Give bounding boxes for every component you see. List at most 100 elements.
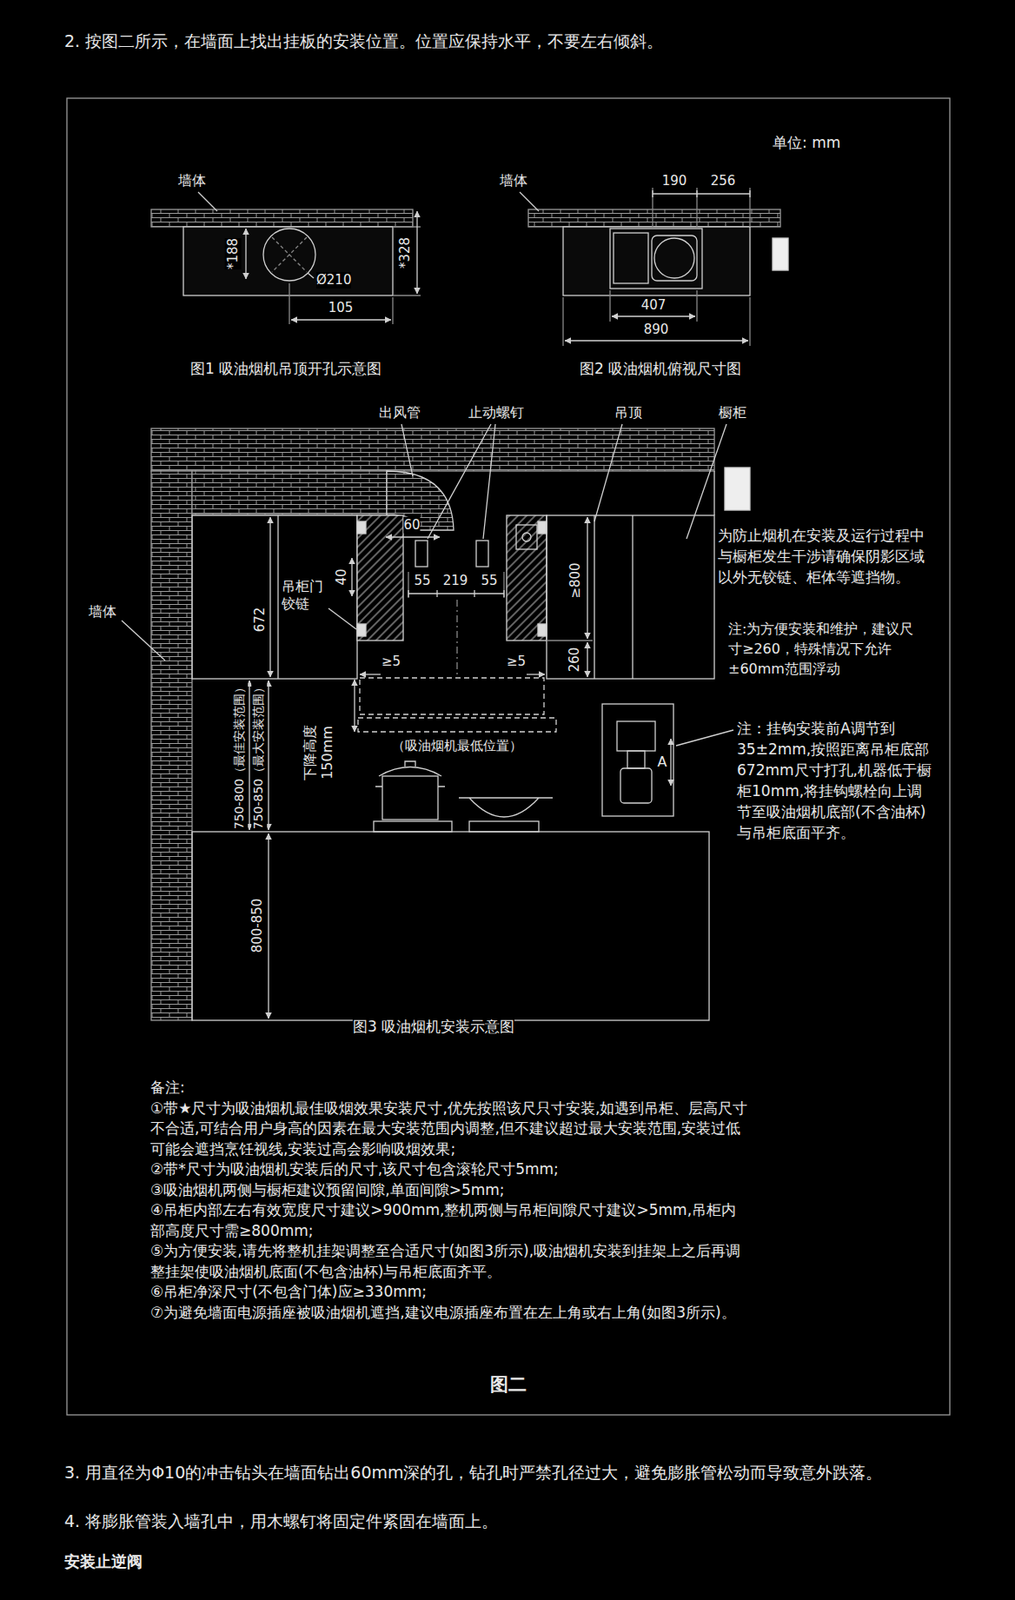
figure-caption: 图二: [490, 1373, 527, 1396]
dimension: ≥800: [567, 562, 584, 598]
label-holder: 3. 用直径为Φ10的冲击钻头在墙面钻出60mm深的孔，钻孔时严禁孔径过大，避免…: [64, 1462, 883, 1484]
hinge: [537, 521, 547, 534]
hook-detail: [627, 750, 645, 769]
ceiling-line: [713, 471, 715, 516]
dimension: 256: [710, 172, 737, 190]
note-item: ④吊柜内部左右有效宽度尺寸建议>900mm,整机两侧与吊柜间隙尺寸建议>5mm,…: [150, 1200, 750, 1241]
part-name: 墙体: [499, 172, 528, 190]
dimension: 800-850: [249, 898, 266, 954]
leader-line: [519, 192, 539, 212]
socket-symbol: [522, 532, 531, 542]
wall-hatch: [151, 428, 715, 472]
label-holder: 219: [443, 572, 469, 590]
label-holder: 890: [643, 321, 670, 339]
step-text: 4. 将膨胀管装入墙孔中，用木螺钉将固定件紧固在墙面上。: [64, 1511, 498, 1533]
dimension-line: [248, 680, 250, 830]
dimension: ≥5: [381, 653, 401, 671]
hinge: [537, 623, 547, 637]
dimension: 407: [641, 297, 667, 314]
step-text: 3. 用直径为Φ10的冲击钻头在墙面钻出60mm深的孔，钻孔时严禁孔径过大，避免…: [64, 1462, 883, 1484]
wall-hatch: [528, 209, 781, 227]
hood-lowest-position: [358, 717, 557, 732]
dimension: *328: [397, 237, 414, 269]
dimension: Ø210: [316, 271, 352, 289]
extension-line: [392, 226, 421, 296]
dimension: 60: [403, 517, 420, 534]
note-text: 注：挂钩安装前A调节到35±2mm,按照距离吊柜底部672mm尺寸打孔,机器低于…: [736, 717, 933, 843]
label-holder: Ø210: [316, 271, 352, 289]
note-item: ③吸油烟机两侧与橱柜建议预留间隙,单面间隙>5mm;: [150, 1180, 750, 1201]
dimension-line: [611, 315, 696, 317]
dimension-line: [267, 680, 269, 830]
hanging-bracket: [476, 540, 489, 567]
label-holder: 260: [566, 647, 584, 673]
hood-outline: [563, 226, 750, 296]
wall-cabinet: [546, 515, 715, 679]
fan-circle: [654, 238, 695, 279]
label-holder: 图二: [490, 1373, 527, 1396]
note-item: ②带*尺寸为吸油烟机安装后的尺寸,该尺寸包含滚轮尺寸5mm;: [150, 1159, 750, 1181]
dimension: 672: [252, 607, 269, 633]
wall-hatch: [151, 471, 193, 1021]
leader-line: [427, 424, 496, 539]
extension-line: [563, 290, 750, 346]
hook-detail: [616, 721, 656, 751]
label-holder: 安装止逆阀: [64, 1552, 143, 1573]
dimension: 890: [643, 321, 670, 339]
label-holder: 407: [641, 297, 667, 314]
dimension: 55: [480, 572, 498, 590]
leader-line: [121, 620, 166, 661]
dimension-line: [408, 590, 505, 598]
dimension: 40: [333, 568, 351, 585]
duct-hole: [263, 228, 316, 281]
dimension: 750-800（最佳安装范围）: [232, 681, 248, 830]
label-holder: 55: [480, 572, 498, 590]
label-holder: 55: [413, 572, 431, 590]
socket-symbol: [516, 524, 538, 550]
label-holder: 注：挂钩安装前A调节到35±2mm,按照距离吊柜底部672mm尺寸打孔,机器低于…: [736, 717, 933, 843]
center-line: [456, 599, 458, 677]
dimension-line: [385, 536, 440, 538]
label-holder: 图1 吸油烟机吊顶开孔示意图: [190, 359, 382, 379]
hood-position: [359, 677, 544, 715]
note-text: 为防止烟机在安装及运行过程中与橱柜发生干涉请确保阴影区域以外无铰链、柜体等遮挡物…: [717, 524, 927, 588]
leader-line: [198, 192, 218, 212]
dimension-line: [353, 679, 355, 732]
label-holder: 止动螺钉: [468, 404, 525, 422]
label-holder: 2. 按图二所示，在墙面上找出挂板的安装位置。位置应保持水平，不要左右倾斜。: [64, 31, 664, 53]
dimension: 260: [566, 647, 584, 673]
position-label: （吸油烟机最低位置）: [391, 737, 523, 755]
pot: [382, 776, 438, 820]
fan-square: [651, 235, 697, 281]
part-name: 止动螺钉: [468, 404, 525, 422]
leader-line: [307, 272, 314, 279]
step-text: 2. 按图二所示，在墙面上找出挂板的安装位置。位置应保持水平，不要左右倾斜。: [64, 31, 664, 53]
label-holder: ≥800: [567, 562, 584, 598]
note-item: 备注:: [150, 1077, 750, 1099]
label-holder: 190: [662, 172, 688, 190]
dimension-line: [586, 517, 588, 639]
label-holder: 105: [328, 299, 354, 317]
extension-line: [289, 283, 393, 325]
cabinet-divider: [594, 515, 633, 679]
wall-cabinet: [192, 515, 358, 679]
leader-line: [676, 729, 734, 746]
figure-caption: 图3 吸油烟机安装示意图: [352, 1017, 515, 1036]
note-item: ⑥吊柜净深尺寸(不包含门体)应≥330mm;: [150, 1281, 750, 1303]
socket-symbol: [772, 238, 789, 271]
center-mark: [271, 237, 307, 272]
label-holder: 图3 吸油烟机安装示意图: [352, 1017, 515, 1036]
extension-line: [652, 187, 750, 229]
figure-frame: [66, 98, 950, 1415]
label-holder: 750-850（最大安装范围）: [251, 681, 267, 830]
stove-burner: [469, 821, 539, 832]
part-name: 吊柜门 铰链: [281, 577, 327, 613]
dimension: A: [657, 753, 668, 771]
label-holder: 注:为方便安装和维护，建议尺寸≥260，特殊情况下允许±60mm范围浮动: [728, 618, 927, 679]
dimension-line: [526, 673, 545, 675]
part-name: 墙体: [88, 603, 117, 621]
hinge: [357, 623, 366, 637]
label-holder: ≥5: [381, 653, 401, 671]
leader-line: [686, 424, 727, 539]
dimension-line: [245, 228, 246, 279]
